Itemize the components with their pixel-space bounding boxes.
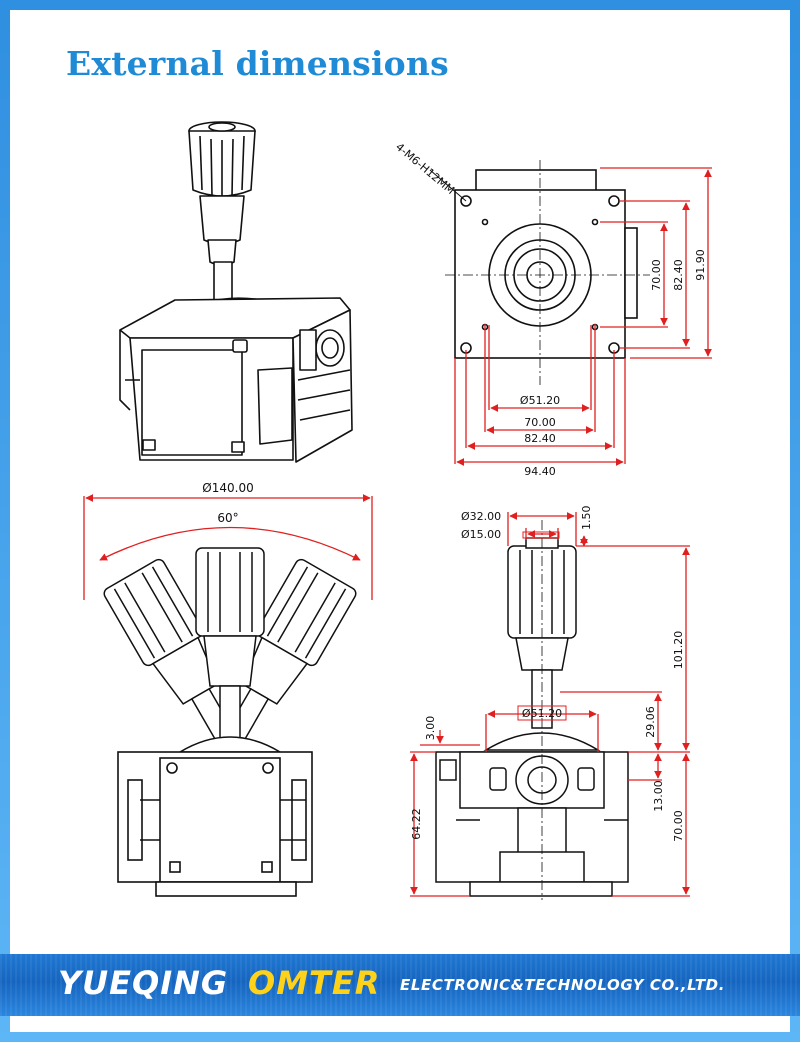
brand-name-yueqing: YUEQING	[58, 964, 229, 1002]
dim-side-1300: 13.00	[652, 780, 665, 812]
dim-arc-d140: Ø140.00	[202, 481, 253, 495]
dim-top-v8240: 82.40	[672, 259, 685, 291]
dim-side-6422: 64.22	[410, 808, 423, 840]
dim-side-d51: Ø51.20	[522, 707, 562, 720]
dim-top-v9190: 91.90	[694, 249, 707, 281]
dim-top-9440: 94.40	[524, 465, 556, 478]
dim-top-d51: Ø51.20	[520, 394, 560, 407]
dim-top-8240: 82.40	[524, 432, 556, 445]
dim-top-70: 70.00	[524, 416, 556, 429]
side-view: Ø32.00 Ø15.00 1.50 Ø51.20 3.00 64.22 101…	[410, 506, 690, 900]
footer-banner: YUEQING OMTER ELECTRONIC&TECHNOLOGY CO.,…	[0, 954, 800, 1016]
dim-side-d32: Ø32.00	[461, 510, 501, 523]
dim-side-7000: 70.00	[672, 810, 685, 842]
dim-side-10120: 101.20	[672, 631, 685, 670]
dim-side-150: 1.50	[580, 506, 593, 531]
swing-range-view: Ø140.00 60°	[83, 481, 373, 897]
hole-callout: 4-M6-H12MM	[393, 140, 457, 197]
brand-name-omter: OMTER	[248, 964, 381, 1002]
dim-side-2906: 29.06	[644, 706, 657, 738]
dim-side-d15: Ø15.00	[461, 528, 501, 541]
page-title: External dimensions	[66, 44, 449, 83]
top-view: 4-M6-H12MM Ø51.20 70.00 82.40 94.40 70.0…	[393, 140, 712, 478]
footer-texture	[0, 954, 800, 1016]
isometric-joystick-view	[119, 121, 353, 463]
dim-angle-60: 60°	[217, 511, 238, 525]
dim-side-300: 3.00	[424, 716, 437, 741]
brand-company-suffix: ELECTRONIC&TECHNOLOGY CO.,LTD.	[400, 976, 726, 994]
dim-top-v70: 70.00	[650, 259, 663, 291]
